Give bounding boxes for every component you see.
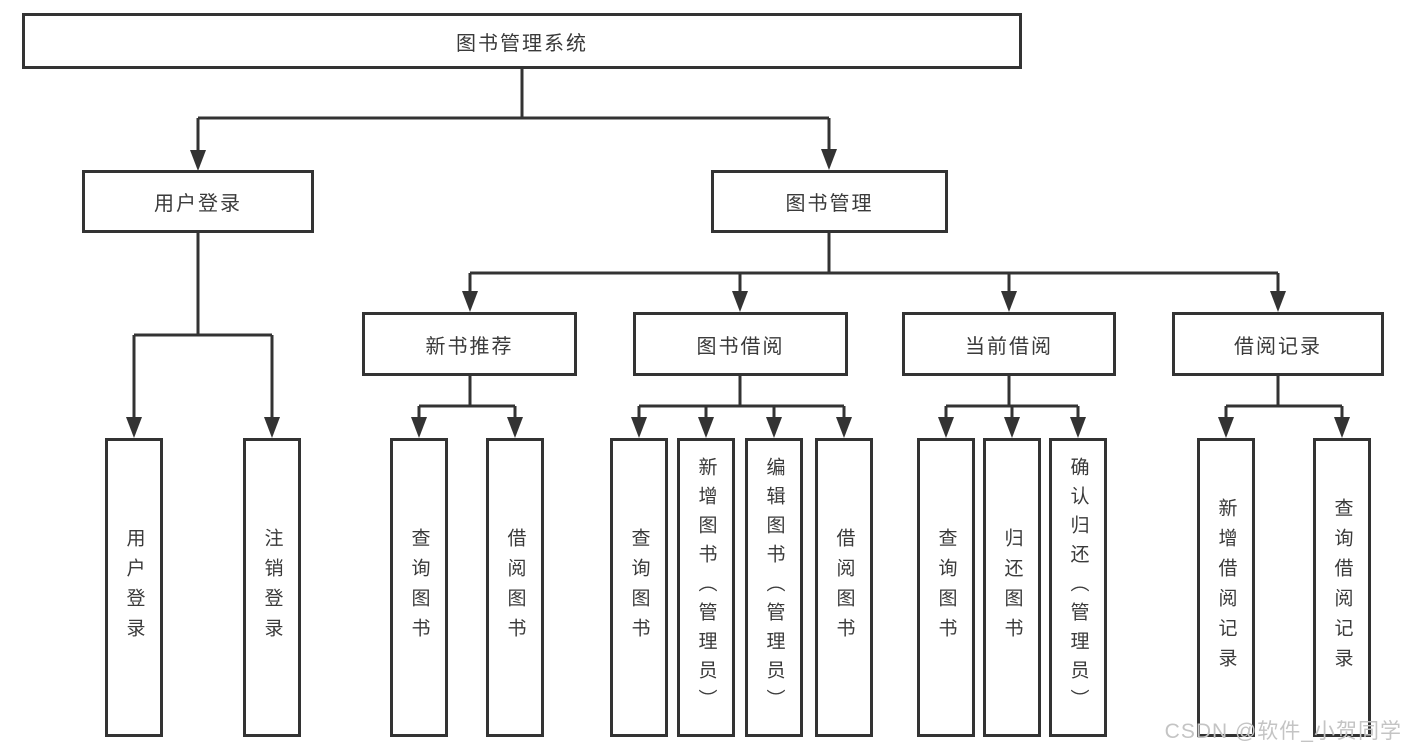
node-book-management: 图书管理: [711, 170, 948, 233]
arrowheads-leaves: [126, 417, 1350, 438]
leaf-query-books-borrow: 查询图书: [610, 438, 668, 737]
leaf-query-borrow-record: 查询借阅记录: [1313, 438, 1371, 737]
leaf-add-book-admin: 新增图书（管理员）: [677, 438, 735, 737]
leaf-query-books-recommend: 查询图书: [390, 438, 448, 737]
leaf-add-borrow-record: 新增借阅记录: [1197, 438, 1255, 737]
leaf-confirm-return-admin: 确认归还（管理员）: [1049, 438, 1107, 737]
connector-bookborrow-to-leaves: [637, 376, 846, 418]
node-book-borrow: 图书借阅: [633, 312, 848, 376]
arrowheads-level3: [462, 291, 1286, 312]
leaf-borrow-books: 借阅图书: [815, 438, 873, 737]
node-borrow-records: 借阅记录: [1172, 312, 1384, 376]
connector-newbooks-to-leaves: [417, 376, 517, 418]
leaf-query-books-current: 查询图书: [917, 438, 975, 737]
leaf-user-login: 用户登录: [105, 438, 163, 737]
node-new-book-recommend: 新书推荐: [362, 312, 577, 376]
node-root-system: 图书管理系统: [22, 13, 1022, 69]
connector-userlogin-to-leaves: [132, 233, 274, 418]
connector-root-to-level2: [196, 69, 831, 152]
leaf-return-book: 归还图书: [983, 438, 1041, 737]
connector-currentborrow-to-leaves: [944, 376, 1080, 418]
arrowheads-level2: [190, 149, 837, 171]
node-current-borrow: 当前借阅: [902, 312, 1116, 376]
leaf-edit-book-admin: 编辑图书（管理员）: [745, 438, 803, 737]
watermark-text: CSDN @软件_小贺同学: [1164, 720, 1402, 743]
node-user-login: 用户登录: [82, 170, 314, 233]
connector-borrowrecords-to-leaves: [1224, 376, 1344, 418]
leaf-borrow-books-recommend: 借阅图书: [486, 438, 544, 737]
connector-bookmgmt-to-level3: [468, 233, 1280, 294]
leaf-logout: 注销登录: [243, 438, 301, 737]
